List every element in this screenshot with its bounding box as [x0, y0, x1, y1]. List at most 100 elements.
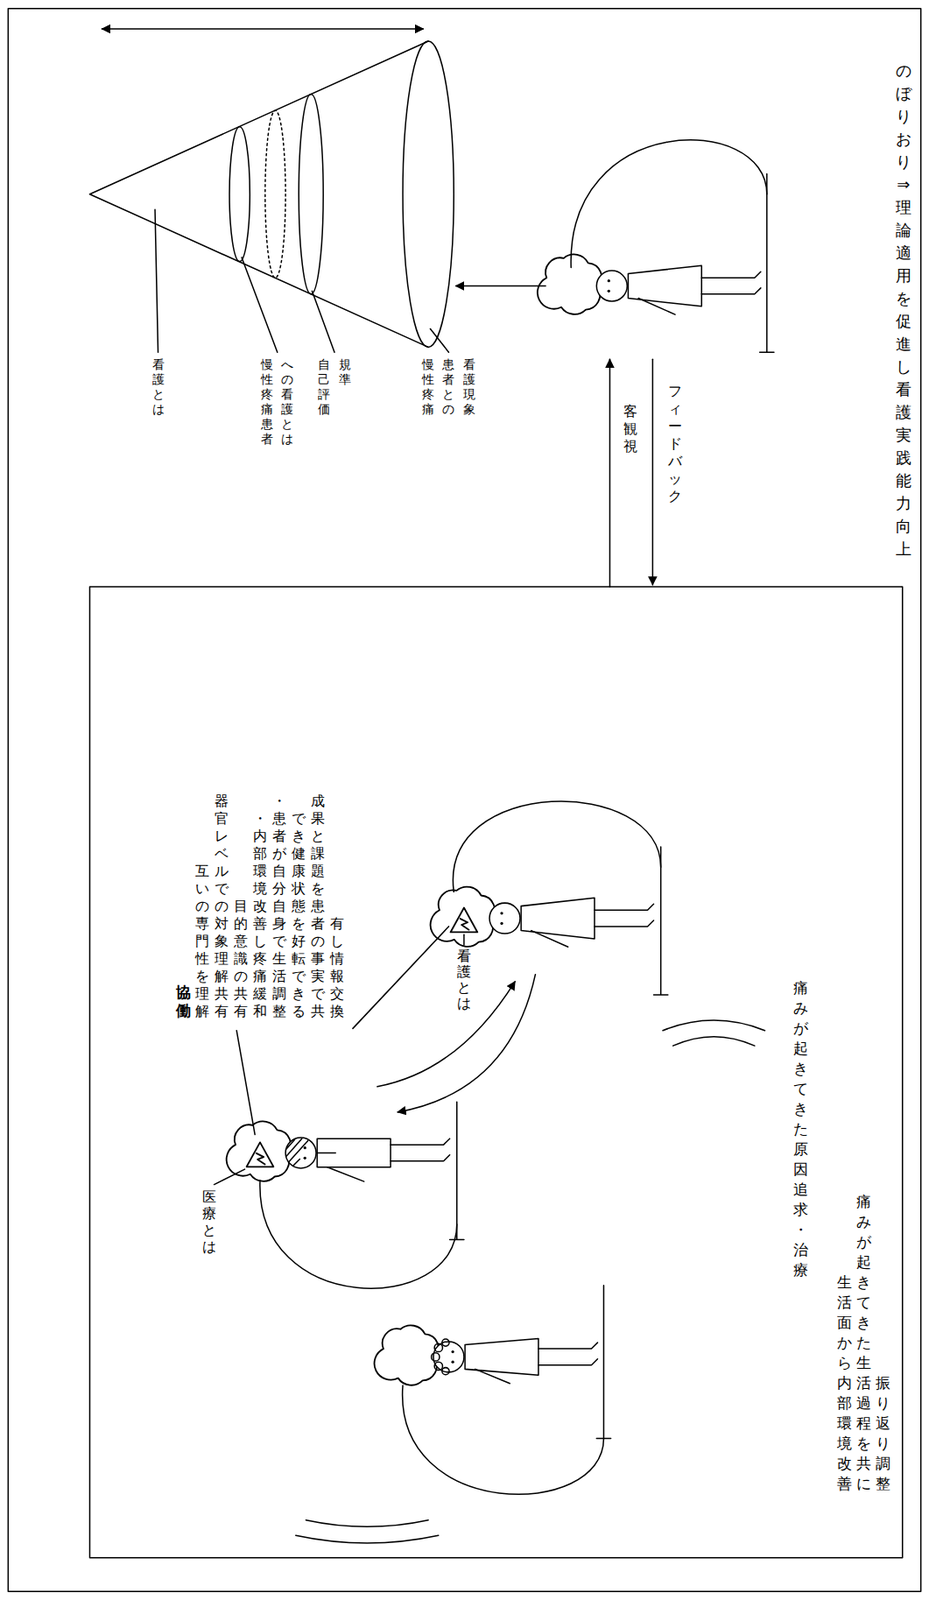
patient-figure	[431, 1337, 599, 1383]
eye	[607, 279, 611, 282]
text-column: 規準	[338, 357, 352, 388]
field-arc	[402, 1385, 605, 1494]
cone-label: 看護とは	[152, 357, 165, 417]
curly-hair	[434, 1361, 443, 1370]
text-column: 自己評価	[317, 357, 331, 417]
text-column: 患者との	[442, 357, 455, 417]
doctor-thought-cloud	[226, 1120, 291, 1181]
arrow-label: 客観視	[623, 402, 638, 456]
note-text: 生活面から内部環境改善 痛みが起きてきた生活過程を共に 振り返り調整	[837, 1191, 891, 1494]
feedback-arrow	[652, 358, 655, 585]
eye	[607, 289, 611, 293]
lightning-symbol	[256, 1153, 266, 1165]
ground-line	[450, 1101, 465, 1239]
text-column: 互いの専門性を理解	[195, 862, 210, 1021]
cone-label: 慢性疼痛患者 への看護とは	[260, 357, 294, 447]
field-arc	[260, 1180, 458, 1288]
ground-line	[596, 1285, 611, 1439]
bracket-arc	[295, 1520, 439, 1543]
cone-label: 自己評価 規準	[317, 357, 351, 417]
eye	[450, 1360, 454, 1364]
cone-base	[402, 41, 454, 347]
head	[596, 270, 627, 302]
curly-hair	[442, 1367, 450, 1375]
ground-line	[760, 173, 775, 352]
arrow-label: フィードバック	[668, 382, 683, 506]
nurse-figure	[596, 265, 761, 315]
leader-line	[241, 257, 278, 352]
text-column: ・患者が自分自身で生活調整	[272, 792, 287, 1021]
nurse-figure	[489, 897, 655, 947]
triangle-symbol	[450, 907, 479, 932]
cone-outline	[89, 41, 429, 347]
field-arc	[570, 140, 768, 268]
arm	[531, 930, 569, 948]
text-column: 医療とは	[202, 1188, 217, 1255]
head	[489, 902, 521, 934]
text-column: 客観視	[623, 402, 638, 456]
legs	[594, 903, 655, 927]
lightning-symbol	[460, 918, 470, 930]
leader-line	[311, 290, 335, 352]
curly-hair	[434, 1343, 443, 1352]
arm	[475, 1368, 511, 1383]
text-column: 成果と課題を患者の事実で共	[310, 792, 325, 1021]
nurse-thought-cloud	[537, 254, 602, 315]
note-text: 互いの専門性を理解 器官レベルでの対象理解共有 目的意識の共有 ・内部環境改善し…	[195, 792, 345, 1021]
text-column: 痛みが起きてきた原因追求・治療	[793, 978, 809, 1281]
leader-line	[214, 1168, 246, 1184]
eye	[499, 921, 503, 925]
text-column: 生活面から内部環境改善	[837, 1272, 852, 1494]
bracket-arc	[662, 1020, 765, 1046]
text-column: 振り返り調整	[875, 1372, 891, 1494]
arm	[327, 1167, 365, 1182]
legs	[538, 1342, 599, 1366]
arm	[638, 297, 676, 315]
triangle-symbol	[246, 1141, 275, 1167]
arrow-to-cone	[456, 285, 546, 288]
hatched-hair	[286, 1138, 308, 1165]
curly-hair	[431, 1352, 440, 1361]
body	[627, 265, 702, 307]
cloud-shape	[430, 886, 495, 947]
note-text: 痛みが起きてきた原因追求・治療	[793, 978, 809, 1281]
figure-label: 看護とは	[457, 948, 472, 1012]
tie	[316, 1152, 336, 1155]
collaboration-box	[89, 586, 902, 1558]
exchange-arrow	[377, 981, 515, 1087]
leader-line	[352, 926, 449, 1028]
text-column: 慢性疼痛	[422, 357, 435, 417]
text-column: フィードバック	[668, 382, 683, 506]
text-column: 有し情報交換	[330, 914, 345, 1021]
cone-ring	[229, 126, 250, 262]
legs	[701, 271, 761, 295]
eye	[450, 1350, 454, 1353]
text-column: への看護とは	[281, 357, 294, 447]
cone-label: 慢性疼痛 患者との 看護現象	[422, 357, 476, 417]
patient-thought-cloud	[374, 1324, 439, 1385]
cloud-shape	[374, 1324, 439, 1385]
field-arc	[452, 801, 661, 892]
cloud-shape	[226, 1120, 291, 1181]
figure-label: 医療とは	[202, 1188, 217, 1255]
text-column: 協働	[175, 983, 191, 1021]
text-column: 看護現象	[463, 357, 476, 417]
outer-frame	[7, 8, 921, 1592]
nurse-thought-cloud	[430, 886, 495, 947]
eye	[499, 911, 503, 915]
leader-line	[429, 328, 449, 352]
cone-figure	[89, 41, 454, 347]
leader-line	[154, 209, 158, 352]
head	[285, 1137, 317, 1169]
double-arrow	[101, 28, 423, 30]
text-column: ・内部環境改善し疼痛緩和	[253, 809, 268, 1021]
text-column: 看護とは	[152, 357, 165, 417]
leader-line	[463, 934, 465, 945]
text-column: でき健康状態を好転できる	[291, 809, 306, 1021]
text-column: 痛みが起きてきた生活過程を共に	[856, 1191, 872, 1494]
text-column: 慢性疼痛患者	[260, 357, 274, 447]
legs	[390, 1138, 451, 1162]
body	[520, 897, 595, 939]
text-column: のぼりおり⇒理論適用を促進し看護実践能力向上	[895, 59, 912, 561]
